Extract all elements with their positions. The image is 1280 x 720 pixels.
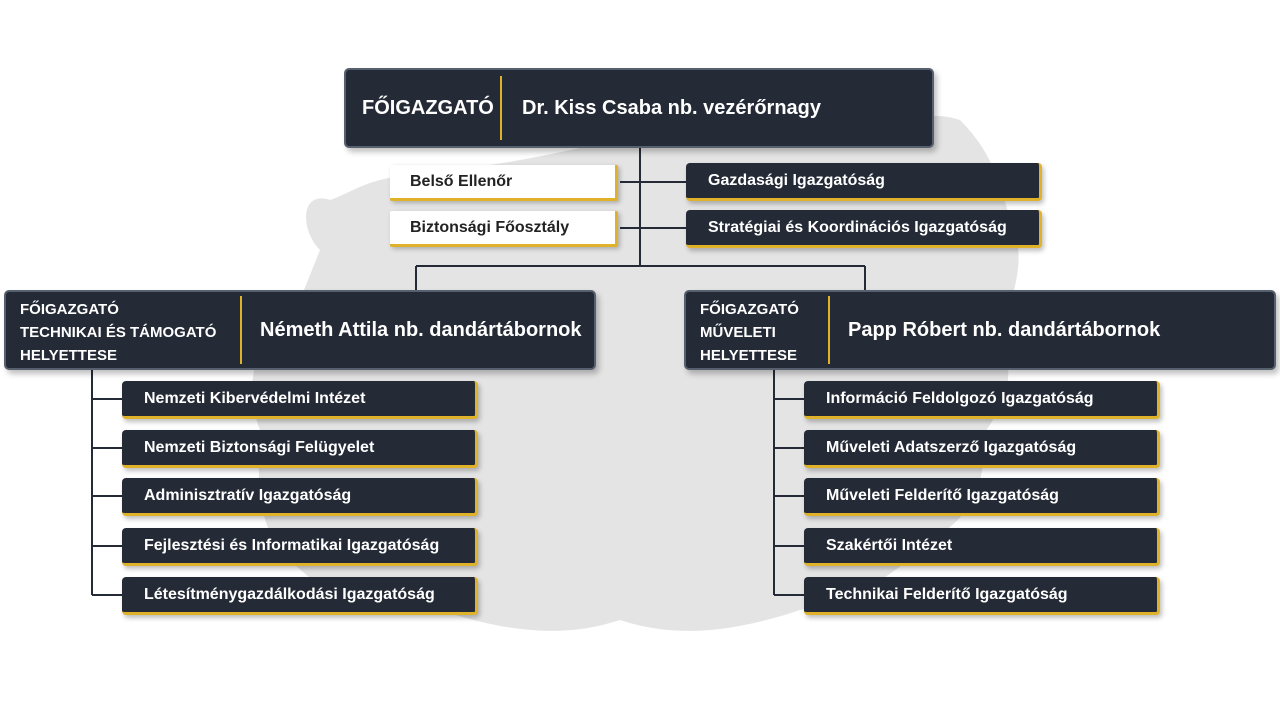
role-line: TECHNIKAI ÉS TÁMOGATÓ (20, 324, 217, 341)
staff-unit-economic-directorate: Gazdasági Igazgatóság (686, 163, 1042, 201)
deputy-operational-name: Papp Róbert nb. dandártábornok (848, 319, 1161, 341)
staff-unit-internal-audit: Belső Ellenőr (390, 165, 618, 201)
unit-box: Technikai Felderítő Igazgatóság (804, 577, 1160, 615)
deputy-operational-box: FŐIGAZGATÓ MŰVELETI HELYETTESE Papp Róbe… (684, 290, 1276, 370)
deputy-technical-name: Németh Attila nb. dandártábornok (260, 319, 582, 341)
role-line: FŐIGAZGATÓ (20, 301, 119, 318)
deputy-operational-role: FŐIGAZGATÓ MŰVELETI HELYETTESE (700, 298, 799, 367)
staff-unit-strategic-directorate: Stratégiai és Koordinációs Igazgatóság (686, 210, 1042, 248)
unit-box: Fejlesztési és Informatikai Igazgatóság (122, 528, 478, 566)
deputy-technical-box: FŐIGAZGATÓ TECHNIKAI ÉS TÁMOGATÓ HELYETT… (4, 290, 596, 370)
divider (500, 76, 502, 140)
unit-box: Szakértői Intézet (804, 528, 1160, 566)
deputy-technical-role: FŐIGAZGATÓ TECHNIKAI ÉS TÁMOGATÓ HELYETT… (20, 298, 216, 367)
staff-unit-security-department: Biztonsági Főosztály (390, 211, 618, 247)
unit-box: Műveleti Felderítő Igazgatóság (804, 478, 1160, 516)
director-name: Dr. Kiss Csaba nb. vezérőrnagy (522, 97, 822, 119)
unit-box: Információ Feldolgozó Igazgatóság (804, 381, 1160, 419)
director-role: FŐIGAZGATÓ (362, 97, 494, 119)
divider (240, 296, 242, 364)
divider (828, 296, 830, 364)
unit-box: Adminisztratív Igazgatóság (122, 478, 478, 516)
unit-box: Létesítménygazdálkodási Igazgatóság (122, 577, 478, 615)
unit-box: Nemzeti Biztonsági Felügyelet (122, 430, 478, 468)
unit-box: Műveleti Adatszerző Igazgatóság (804, 430, 1160, 468)
director-general-box: FŐIGAZGATÓ Dr. Kiss Csaba nb. vezérőrnag… (344, 68, 934, 148)
role-line: MŰVELETI (700, 324, 776, 341)
unit-box: Nemzeti Kibervédelmi Intézet (122, 381, 478, 419)
role-line: HELYETTESE (700, 347, 797, 364)
role-line: HELYETTESE (20, 347, 117, 364)
role-line: FŐIGAZGATÓ (700, 301, 799, 318)
